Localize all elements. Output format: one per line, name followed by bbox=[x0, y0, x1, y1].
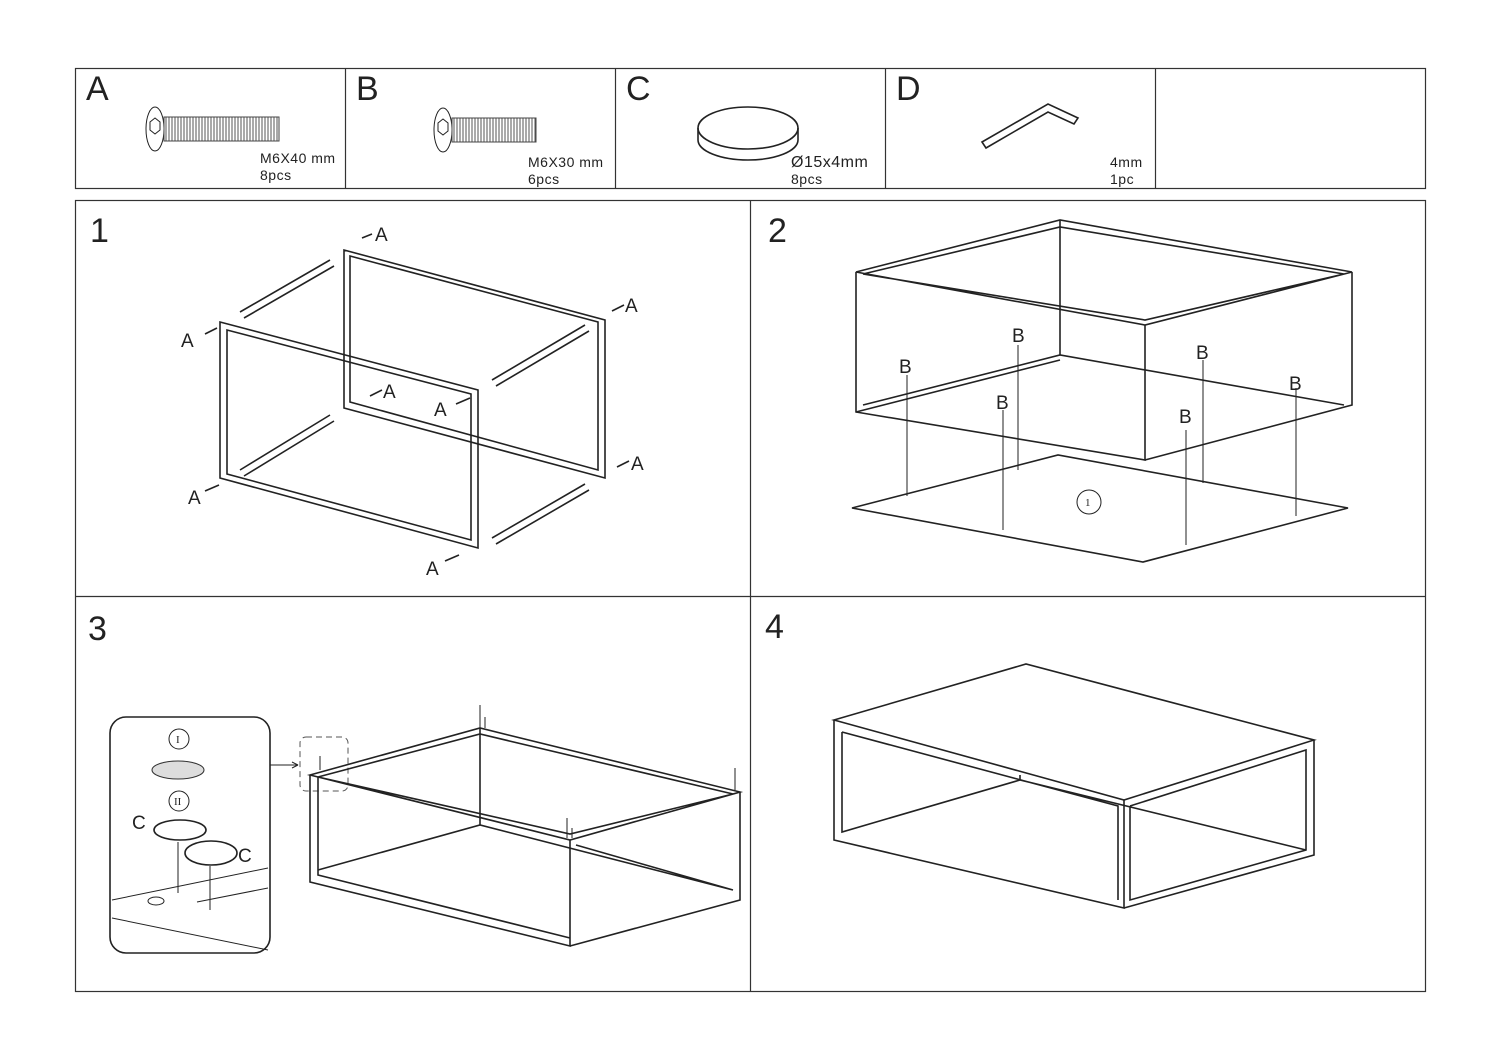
part-qty: 6pcs bbox=[528, 171, 560, 187]
part-letter: B bbox=[356, 70, 379, 108]
step-3-panel: 3 I II C C bbox=[88, 610, 744, 954]
part-label: A bbox=[625, 296, 638, 317]
step-number: 4 bbox=[765, 608, 784, 646]
part-spec: Ø15x4mm bbox=[791, 154, 868, 171]
part-qty: 1pc bbox=[1110, 171, 1134, 187]
part-label: A bbox=[426, 559, 439, 580]
part-label: A bbox=[375, 225, 388, 246]
part-label: C bbox=[132, 813, 146, 834]
part-label: B bbox=[1196, 343, 1209, 364]
part-qty: 8pcs bbox=[260, 167, 292, 183]
parts-table: A M6X40 mm 8pcs B M6X30 mm 6pcs C bbox=[74, 67, 1427, 190]
felt-pad-icon bbox=[697, 106, 799, 161]
part-label: A bbox=[188, 488, 201, 509]
screw-a-markers bbox=[204, 233, 630, 562]
step-4-panel: 4 bbox=[765, 608, 1317, 910]
part-letter: C bbox=[626, 70, 651, 108]
step-1-panel: 1 A A A A A A A A bbox=[90, 212, 644, 580]
part-c-cell: C Ø15x4mm 8pcs bbox=[626, 70, 868, 187]
step-1-frame-drawing: A A A A A A A A bbox=[181, 225, 644, 580]
part-label: B bbox=[1179, 407, 1192, 428]
step-number: 1 bbox=[90, 212, 109, 250]
substep-label: I bbox=[176, 734, 180, 746]
substep-label: II bbox=[174, 796, 182, 808]
part-label: B bbox=[996, 393, 1009, 414]
part-a-cell: A M6X40 mm 8pcs bbox=[86, 70, 336, 183]
finished-table-drawing bbox=[831, 663, 1317, 910]
part-spec: M6X40 mm bbox=[260, 150, 336, 166]
part-label: C bbox=[238, 846, 252, 867]
long-screw-icon bbox=[145, 106, 280, 152]
step-number: 2 bbox=[768, 212, 787, 250]
board-marker: 1 bbox=[1085, 497, 1091, 509]
short-screw-icon bbox=[433, 107, 537, 153]
part-label: B bbox=[899, 357, 912, 378]
part-label: A bbox=[383, 382, 396, 403]
step-2-panel: 2 1 B B B B B B bbox=[768, 212, 1353, 563]
part-label: A bbox=[434, 400, 447, 421]
felt-pad-detail-inset: I II C C bbox=[109, 716, 271, 954]
part-label: B bbox=[1289, 374, 1302, 395]
part-spec: M6X30 mm bbox=[528, 154, 604, 170]
part-spec: 4mm bbox=[1110, 154, 1143, 170]
part-letter: D bbox=[896, 70, 921, 108]
step-2-frame-drawing: 1 B B B B B B bbox=[851, 219, 1353, 563]
part-d-cell: D 4mm 1pc bbox=[896, 70, 1143, 187]
part-qty: 8pcs bbox=[791, 171, 823, 187]
part-label: A bbox=[631, 454, 644, 475]
part-label: A bbox=[181, 331, 194, 352]
part-b-cell: B M6X30 mm 6pcs bbox=[356, 70, 604, 187]
step-3-frame-drawing bbox=[306, 705, 744, 948]
steps-grid bbox=[74, 199, 1427, 993]
step-number: 3 bbox=[88, 610, 107, 648]
part-letter: A bbox=[86, 70, 109, 108]
part-label: B bbox=[1012, 326, 1025, 347]
allen-key-icon bbox=[980, 103, 1080, 150]
